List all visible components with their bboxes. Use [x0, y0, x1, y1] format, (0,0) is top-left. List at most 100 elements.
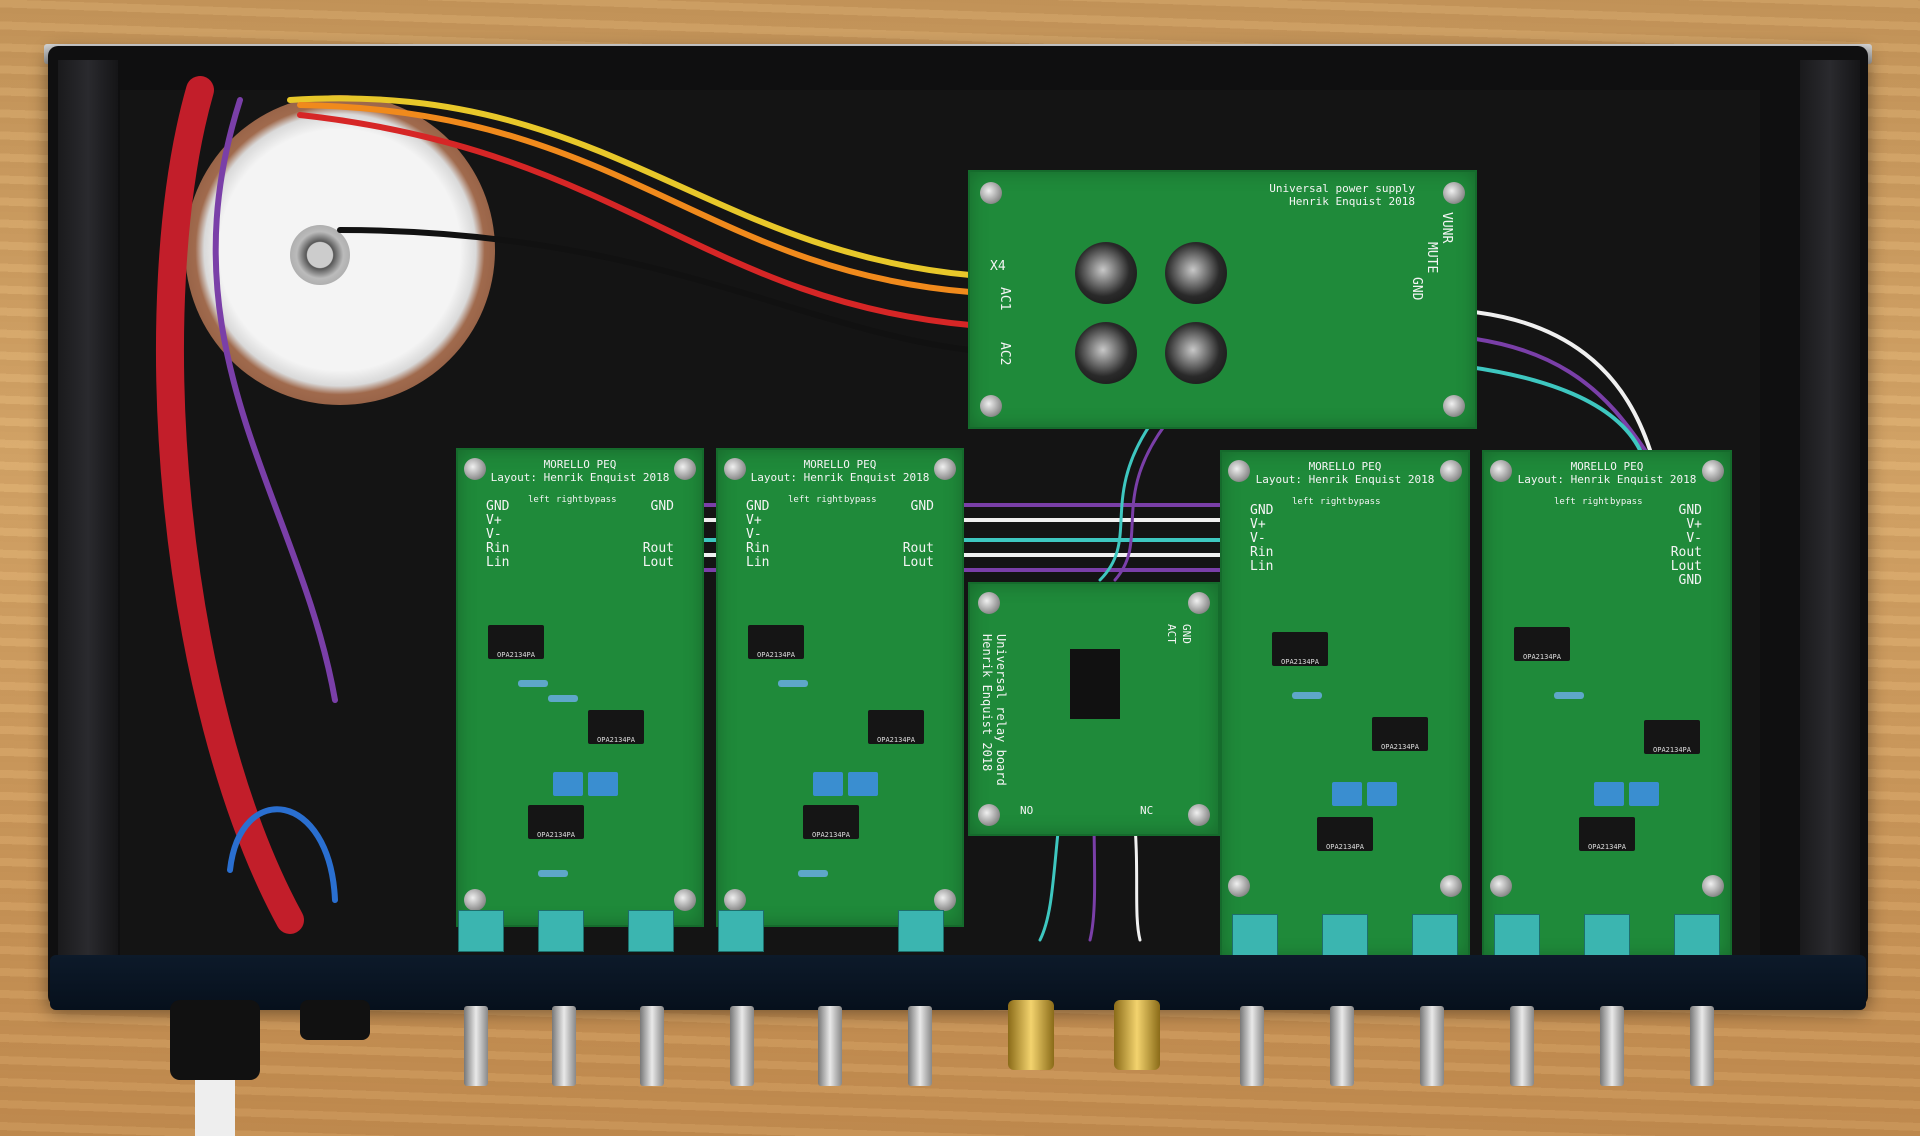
peq-title-1: MORELLO PEQ [1308, 460, 1382, 473]
trim-potentiometer[interactable] [458, 910, 504, 952]
filter-capacitor [1075, 242, 1137, 304]
relay-no-label: NO [1020, 804, 1034, 817]
switch-left-label: left [1292, 497, 1314, 507]
knob-shaft[interactable] [552, 1006, 576, 1086]
switch-bypass-label: bypass [844, 495, 877, 505]
mounting-screw [980, 395, 1002, 417]
knob-shaft[interactable] [1600, 1006, 1624, 1086]
wire-blue [227, 806, 338, 903]
switch-left-label: left [788, 495, 810, 505]
knob-shaft[interactable] [464, 1006, 488, 1086]
film-capacitor [813, 772, 843, 796]
peq-board-2: MORELLO PEQ Layout: Henrik Enquist 2018 … [716, 448, 964, 952]
opamp-chip: OPA2134PA [803, 805, 859, 839]
trim-potentiometer[interactable] [1322, 914, 1368, 956]
trim-potentiometer[interactable] [1232, 914, 1278, 956]
resistor [1292, 692, 1322, 699]
mounting-screw [724, 889, 746, 911]
trim-potentiometer[interactable] [538, 910, 584, 952]
pin-lout: Lout [902, 555, 934, 570]
trim-potentiometer[interactable] [718, 910, 764, 952]
knob-shaft[interactable] [730, 1006, 754, 1086]
peq-title-2: Layout: Henrik Enquist 2018 [750, 471, 930, 484]
power-cable [195, 1080, 235, 1136]
vunr-label: VUNR [1439, 212, 1454, 244]
ac1-label: AC1 [997, 287, 1012, 311]
relay [1070, 649, 1120, 719]
knob-shaft[interactable] [818, 1006, 842, 1086]
rca-jack-white[interactable] [1114, 1000, 1160, 1070]
pin-lin: Lin [1250, 559, 1274, 574]
pin-gnd-bottom: GND [1678, 573, 1702, 588]
mounting-screw [1702, 460, 1724, 482]
rca-jack-red[interactable] [1008, 1000, 1054, 1070]
wire-black [337, 227, 973, 353]
opamp-chip: OPA2134PA [1317, 817, 1373, 851]
relay-board-title: Universal relay board Henrik Enquist 201… [980, 634, 1008, 786]
knob-shaft[interactable] [1420, 1006, 1444, 1086]
opamp-chip: OPA2134PA [588, 710, 644, 744]
mounting-screw [978, 592, 1000, 614]
pin-lin: Lin [486, 555, 510, 570]
enclosure-left-side [58, 60, 118, 990]
mounting-screw [978, 804, 1000, 826]
knob-shaft[interactable] [640, 1006, 664, 1086]
filter-capacitor [1165, 242, 1227, 304]
knob-shaft[interactable] [1510, 1006, 1534, 1086]
wire-orange [297, 102, 973, 295]
peq-title-1: MORELLO PEQ [803, 458, 877, 471]
pin-vplus: V+ [1250, 517, 1266, 532]
resistor [1554, 692, 1584, 699]
enclosure-right-side [1800, 60, 1860, 990]
mounting-screw [934, 889, 956, 911]
mounting-screw [934, 458, 956, 480]
knob-shaft[interactable] [1240, 1006, 1264, 1086]
wire-signal-purple [1113, 423, 1167, 582]
pin-vplus: V+ [746, 513, 762, 528]
power-cable-gland [170, 1000, 260, 1080]
switch-left-label: left [528, 495, 550, 505]
mounting-screw [674, 889, 696, 911]
knob-shaft[interactable] [1690, 1006, 1714, 1086]
pin-lout: Lout [642, 555, 674, 570]
mounting-screw [980, 182, 1002, 204]
switch-bypass-label: bypass [1610, 497, 1643, 507]
film-capacitor [588, 772, 618, 796]
knob-shaft[interactable] [1330, 1006, 1354, 1086]
power-switch[interactable] [300, 1000, 370, 1040]
pin-gnd: GND [1678, 503, 1702, 518]
trim-potentiometer[interactable] [628, 910, 674, 952]
trim-potentiometer[interactable] [1584, 914, 1630, 956]
trim-potentiometer[interactable] [898, 910, 944, 952]
trim-potentiometer[interactable] [1412, 914, 1458, 956]
power-board-title-2: Henrik Enquist 2018 [1289, 195, 1415, 208]
resistor [778, 680, 808, 687]
film-capacitor [1629, 782, 1659, 806]
knob-shaft[interactable] [908, 1006, 932, 1086]
film-capacitor [1367, 782, 1397, 806]
wire-red-mains [156, 76, 304, 934]
opamp-chip: OPA2134PA [1644, 720, 1700, 754]
resistor [518, 680, 548, 687]
trim-potentiometer[interactable] [1674, 914, 1720, 956]
film-capacitor [553, 772, 583, 796]
peq-board-1: MORELLO PEQ Layout: Henrik Enquist 2018 … [456, 448, 704, 952]
pin-rin: Rin [746, 541, 770, 556]
film-capacitor [1332, 782, 1362, 806]
power-board-title-1: Universal power supply [1269, 182, 1415, 195]
pin-lout: Lout [1670, 559, 1702, 574]
opamp-chip: OPA2134PA [1514, 627, 1570, 661]
relay-nc-label: NC [1140, 804, 1154, 817]
gnd-label: GND [1409, 277, 1424, 301]
relay-act-label: ACT [1165, 624, 1178, 644]
opamp-chip: OPA2134PA [528, 805, 584, 839]
mounting-screw [1490, 460, 1512, 482]
power-supply-board: Universal power supply Henrik Enquist 20… [968, 170, 1477, 429]
pin-vplus: V+ [486, 513, 502, 528]
trim-potentiometer[interactable] [1494, 914, 1540, 956]
mounting-screw [1440, 460, 1462, 482]
mute-label: MUTE [1424, 242, 1439, 274]
relay-title-2: Henrik Enquist 2018 [980, 634, 994, 772]
opamp-chip: OPA2134PA [1272, 632, 1328, 666]
